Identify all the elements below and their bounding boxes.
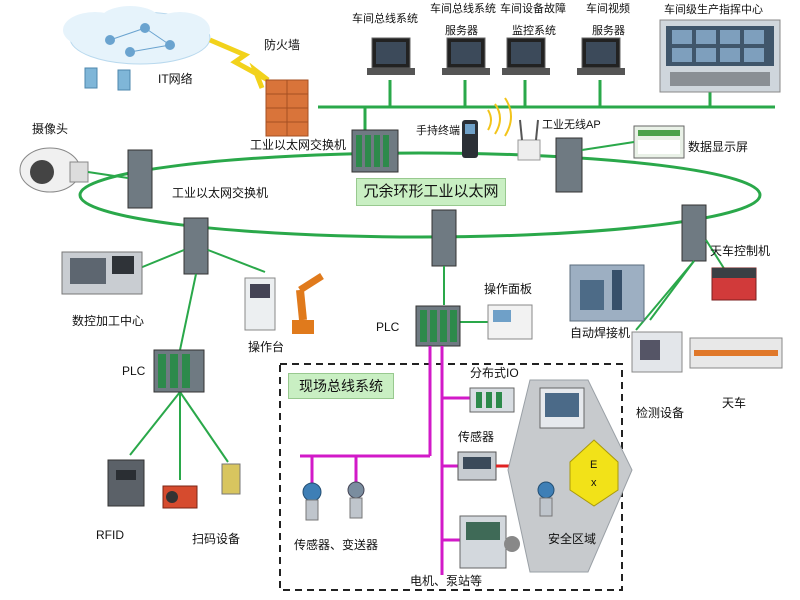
label-rfid: RFID (96, 528, 124, 542)
wireless-ap-icon (487, 97, 541, 161)
label-left-switch: 工业以太网交换机 (172, 186, 269, 200)
label-control-center: 车间级生产指挥中心 (664, 4, 763, 16)
label-handheld: 手持终端 (416, 125, 460, 137)
label-console: 操作台 (248, 340, 285, 354)
lightning-bolt (209, 37, 270, 89)
label-distributed-io: 分布式IO (470, 366, 519, 380)
crane-controller-icon (711, 267, 757, 301)
label-ws4-line2: 服务器 (592, 25, 625, 37)
label-sensor-transmitter: 传感器、变送器 (294, 538, 379, 552)
overhead-crane-icon (689, 337, 783, 369)
workstation-icons (367, 37, 625, 75)
label-ex-bottom: x (591, 477, 597, 489)
field-bus-lines (300, 346, 470, 575)
label-firewall: 防火墙 (264, 38, 301, 52)
data-display-screen-icon (581, 125, 685, 159)
label-safety-zone: 安全区域 (548, 532, 597, 546)
distributed-io-icon (469, 387, 515, 413)
security-camera-icon (19, 147, 129, 193)
label-data-screen: 数据显示屏 (688, 140, 749, 154)
label-ws3-line1: 车间设备故障 (500, 3, 566, 15)
plc-left-icon (153, 349, 205, 393)
operation-console-icon (244, 277, 276, 331)
label-ws2-line1: 车间总线系统 (430, 3, 496, 15)
label-ws4-line1: 车间视频 (586, 3, 630, 15)
motor-pump-panel-icon (459, 515, 520, 569)
field-bus-box (279, 363, 623, 591)
pressure-sensor-icons (302, 481, 365, 521)
label-it-network: IT网络 (158, 72, 193, 86)
transmitter-box-icon (457, 451, 497, 481)
plc-center-icon (415, 305, 461, 347)
backbone-bus (318, 80, 775, 135)
label-plc-left: PLC (122, 364, 146, 378)
device-links (129, 239, 726, 480)
handheld-terminal-icon (462, 120, 478, 158)
field-bus-title: 现场总线系统 (288, 373, 394, 399)
barcode-scanner-icon (162, 463, 241, 509)
server-rack-icon (84, 67, 131, 91)
rfid-reader-icon (107, 459, 145, 507)
label-camera: 摄像头 (32, 122, 69, 136)
safety-sensor-icon (537, 481, 555, 517)
label-crane: 天车 (722, 396, 747, 410)
label-wireless-ap: 工业无线AP (542, 119, 601, 131)
label-motor-pump: 电机、泵站等 (410, 574, 483, 588)
firewall-icon (265, 79, 309, 137)
robot-arm-icon (292, 273, 324, 334)
label-ws3-line2: 监控系统 (512, 25, 556, 37)
label-cnc: 数控加工中心 (72, 314, 145, 328)
label-inspection: 检测设备 (636, 406, 685, 420)
explosion-proof-icon (569, 439, 619, 507)
inspection-device-icon (631, 331, 683, 373)
label-plc-center: PLC (376, 320, 400, 334)
label-transmitter: 传感器 (458, 430, 495, 444)
redundant-ring-ethernet (78, 151, 762, 239)
it-network-cloud (63, 6, 211, 65)
label-welder: 自动焊接机 (570, 326, 631, 340)
operator-panel-icon (487, 304, 533, 340)
label-ws2-line2: 服务器 (445, 25, 478, 37)
ring-switches (127, 129, 707, 275)
control-center-photo (659, 19, 781, 93)
ring-network-title: 冗余环形工业以太网 (356, 178, 506, 206)
label-ex-top: E (590, 459, 598, 471)
label-top-switch: 工业以太网交换机 (250, 138, 347, 152)
label-crane-ctrl: 天车控制机 (710, 244, 771, 258)
auto-welder-icon (569, 264, 645, 322)
label-op-panel: 操作面板 (484, 282, 533, 296)
label-scanner: 扫码设备 (192, 532, 241, 546)
safety-monitor-icon (539, 387, 585, 429)
cnc-machine-icon (61, 251, 143, 295)
label-ws1: 车间总线系统 (352, 13, 418, 25)
